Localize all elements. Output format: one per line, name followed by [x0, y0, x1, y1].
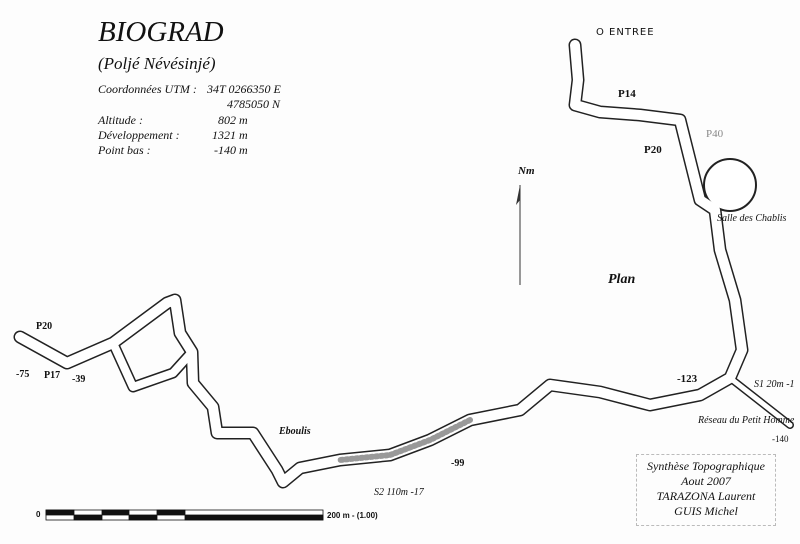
- label-salle-des-chablis: Salle des Chablis: [717, 213, 787, 224]
- scale-bar: [45, 509, 324, 521]
- info-value-altitude: 802 m: [218, 113, 248, 127]
- label-depth-39: -39: [72, 374, 86, 385]
- info-label-development: Développement :: [98, 128, 180, 142]
- label-depth-99: -99: [451, 458, 465, 469]
- info-value-development: 1321 m: [212, 128, 248, 142]
- label-p20-upper: P20: [644, 144, 662, 156]
- label-depth-123: -123: [677, 373, 698, 385]
- credits-line-author-1: TARAZONA Laurent: [656, 489, 756, 503]
- label-s2-sump: S2 110m -17: [374, 487, 424, 498]
- label-s1-sump: S1 20m -1: [754, 379, 795, 390]
- label-p14: P14: [618, 88, 636, 100]
- label-p17: P17: [44, 370, 61, 381]
- label-entrance: O ENTREE: [596, 27, 655, 38]
- label-p40: P40: [706, 128, 724, 140]
- scale-start-label: 0: [36, 510, 41, 519]
- label-reseau-petit-homme: Réseau du Petit Homme: [698, 415, 795, 426]
- label-eboulis: Eboulis: [279, 426, 311, 437]
- credits-box: Synthèse Topographique Aout 2007 TARAZON…: [636, 454, 776, 526]
- north-arrow-icon: [516, 185, 521, 285]
- label-depth-75: -75: [16, 369, 30, 380]
- cave-title: BIOGRAD: [98, 16, 224, 48]
- hatched-section: [337, 417, 473, 463]
- info-label-utm: Coordonnées UTM :: [98, 82, 197, 96]
- info-value-utm-e: 34T 0266350 E: [207, 82, 281, 96]
- label-depth-140: -140: [772, 434, 789, 444]
- info-value-low-point: -140 m: [214, 143, 248, 157]
- label-p20-left: P20: [36, 321, 53, 332]
- info-label-altitude: Altitude :: [98, 113, 143, 127]
- info-label-low-point: Point bas :: [98, 143, 151, 157]
- view-label-plan: Plan: [608, 272, 636, 287]
- info-value-utm-n: 4785050 N: [227, 97, 281, 111]
- salle-des-chablis-chamber: [703, 158, 757, 212]
- scale-end-label: 200 m - (1.00): [327, 511, 378, 520]
- north-label: Nm: [518, 165, 535, 177]
- cave-subtitle: (Poljé Névésinjé): [98, 54, 216, 73]
- credits-line-author-2: GUIS Michel: [674, 504, 738, 518]
- credits-line-date: Aout 2007: [681, 474, 731, 488]
- credits-line-title: Synthèse Topographique: [647, 459, 765, 473]
